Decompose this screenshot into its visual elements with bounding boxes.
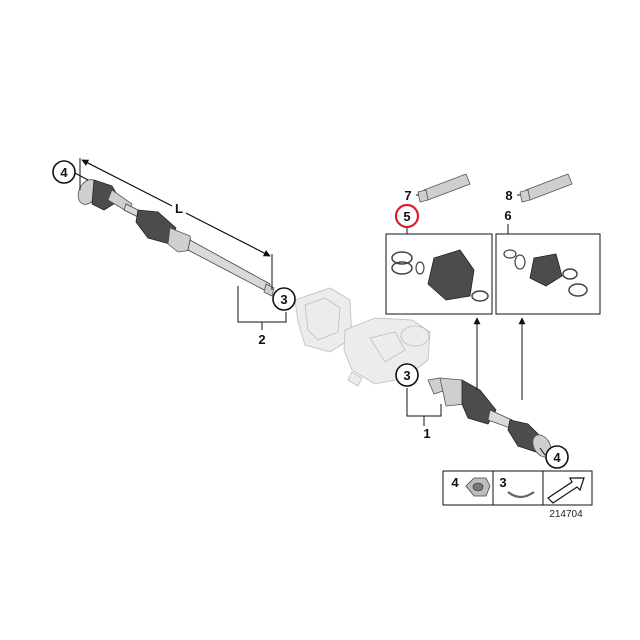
callout-8: 8 — [505, 188, 512, 203]
nut-icon — [465, 477, 491, 497]
callout-6: 6 — [504, 208, 511, 223]
callout-7: 7 — [404, 188, 411, 203]
callout-circle-5-highlighted — [394, 203, 420, 229]
left-drive-shaft — [77, 179, 275, 297]
callout-2: 2 — [258, 332, 265, 347]
outer-boot-kit-box — [385, 233, 493, 315]
callout-4-left: 4 — [60, 165, 68, 180]
direction-arrow-icon — [547, 477, 585, 504]
dimension-L: L — [79, 158, 273, 290]
outer-boot-kit-parts — [391, 249, 489, 302]
parts-legend: 4 3 214704 — [442, 470, 593, 520]
grease-tube-8 — [519, 173, 573, 203]
inner-boot-kit-parts — [503, 249, 588, 297]
callout-circle-4-left — [52, 160, 76, 184]
callout-circle-4-right — [545, 445, 569, 469]
callout-3-upper: 3 — [280, 292, 287, 307]
diagram-number: 214704 — [549, 509, 583, 520]
inner-boot-kit-box — [495, 233, 601, 315]
transmission-housing — [294, 287, 431, 387]
right-drive-shaft — [427, 377, 552, 458]
callout-3-lower: 3 — [403, 368, 410, 383]
dimension-L-label: L — [175, 201, 183, 216]
legend-num-4: 4 — [451, 475, 459, 490]
circlip-icon — [507, 491, 535, 499]
callout-circle-3-lower — [395, 363, 419, 387]
legend-num-3: 3 — [499, 475, 506, 490]
callout-1: 1 — [423, 426, 430, 441]
callout-circle-3-upper — [272, 287, 296, 311]
callout-4-right: 4 — [553, 450, 561, 465]
callout-5: 5 — [403, 209, 410, 224]
grease-tube-7 — [417, 173, 471, 203]
